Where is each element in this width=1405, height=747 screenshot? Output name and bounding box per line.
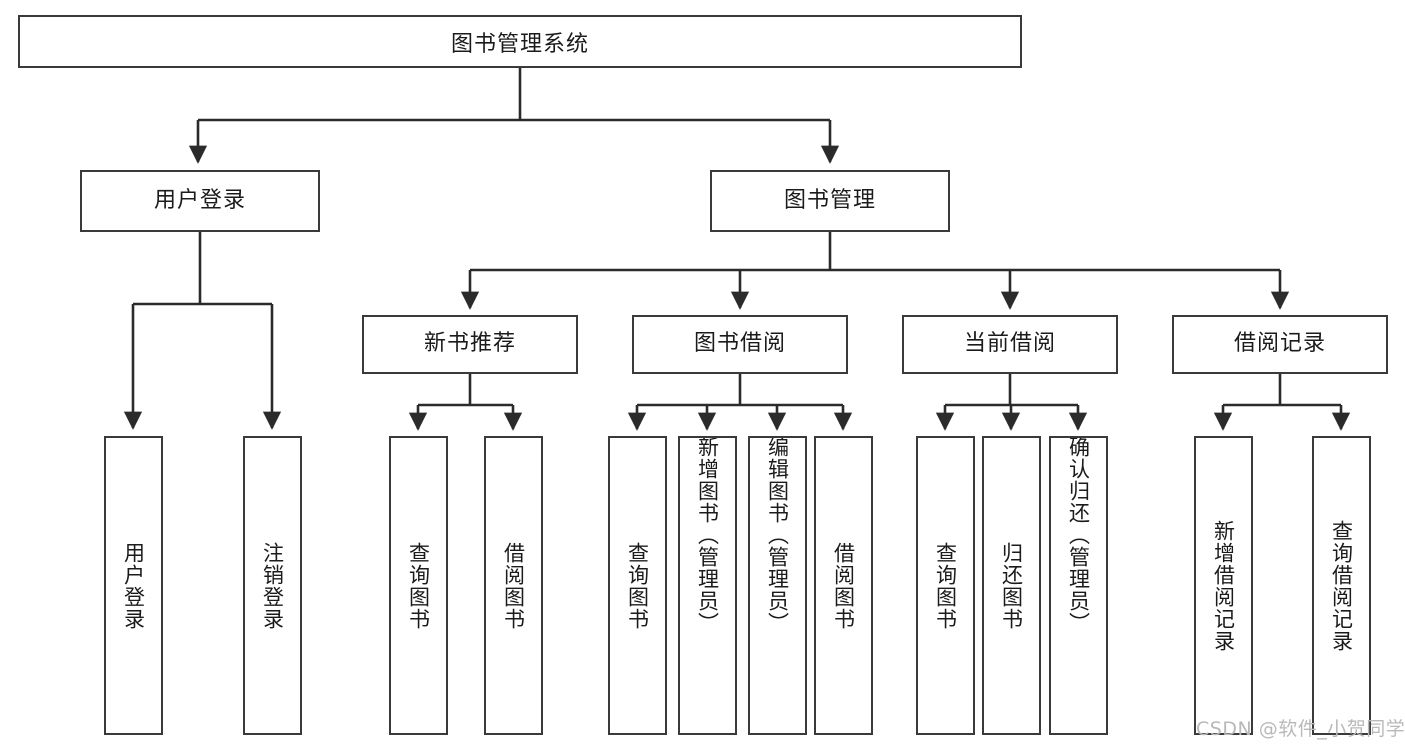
node-book-borrow[interactable]: 图书借阅 xyxy=(632,315,848,374)
node-label: 编辑图书（管理员） xyxy=(765,436,790,634)
node-label: 归还图书 xyxy=(999,541,1024,630)
node-label: 注销登录 xyxy=(260,541,285,630)
node-label: 借阅记录 xyxy=(1233,331,1326,357)
node-label: 图书管理系统 xyxy=(450,31,589,57)
leaf-add-book-admin[interactable]: 新增图书（管理员） xyxy=(678,436,737,735)
node-label: 用户登录 xyxy=(121,541,146,630)
node-label: 查询图书 xyxy=(933,541,958,630)
node-label: 查询图书 xyxy=(406,541,431,630)
leaf-query-book-newbook[interactable]: 查询图书 xyxy=(389,436,448,735)
node-label: 新增图书（管理员） xyxy=(695,436,720,634)
leaf-return-book[interactable]: 归还图书 xyxy=(982,436,1041,735)
node-user-login[interactable]: 用户登录 xyxy=(80,170,320,232)
node-label: 新书推荐 xyxy=(423,331,516,357)
leaf-user-login[interactable]: 用户登录 xyxy=(104,436,163,735)
node-borrow-records[interactable]: 借阅记录 xyxy=(1172,315,1388,374)
leaf-query-borrow-record[interactable]: 查询借阅记录 xyxy=(1312,436,1371,735)
node-book-management[interactable]: 图书管理 xyxy=(710,170,950,232)
node-label: 用户登录 xyxy=(153,187,246,213)
leaf-confirm-return-admin[interactable]: 确认归还（管理员） xyxy=(1049,436,1108,735)
node-label: 图书借阅 xyxy=(693,331,786,357)
node-label: 查询图书 xyxy=(625,541,650,630)
leaf-borrow-book-newbook[interactable]: 借阅图书 xyxy=(484,436,543,735)
node-label: 借阅图书 xyxy=(501,541,526,630)
node-label: 确认归还（管理员） xyxy=(1066,436,1091,634)
leaf-logout[interactable]: 注销登录 xyxy=(243,436,302,735)
node-label: 查询借阅记录 xyxy=(1329,519,1354,652)
csdn-watermark: CSDN @软件_小贺同学 xyxy=(1196,718,1405,740)
node-label: 借阅图书 xyxy=(831,541,856,630)
node-label: 当前借阅 xyxy=(963,331,1056,357)
leaf-add-borrow-record[interactable]: 新增借阅记录 xyxy=(1194,436,1253,735)
leaf-query-book-borrow[interactable]: 查询图书 xyxy=(608,436,667,735)
node-root-system[interactable]: 图书管理系统 xyxy=(18,15,1022,68)
node-new-book-recommend[interactable]: 新书推荐 xyxy=(362,315,578,374)
leaf-query-book-current[interactable]: 查询图书 xyxy=(916,436,975,735)
node-label: 图书管理 xyxy=(783,187,876,213)
leaf-edit-book-admin[interactable]: 编辑图书（管理员） xyxy=(748,436,807,735)
node-label: 新增借阅记录 xyxy=(1211,519,1236,652)
node-current-borrow[interactable]: 当前借阅 xyxy=(902,315,1118,374)
leaf-borrow-book-borrow[interactable]: 借阅图书 xyxy=(814,436,873,735)
